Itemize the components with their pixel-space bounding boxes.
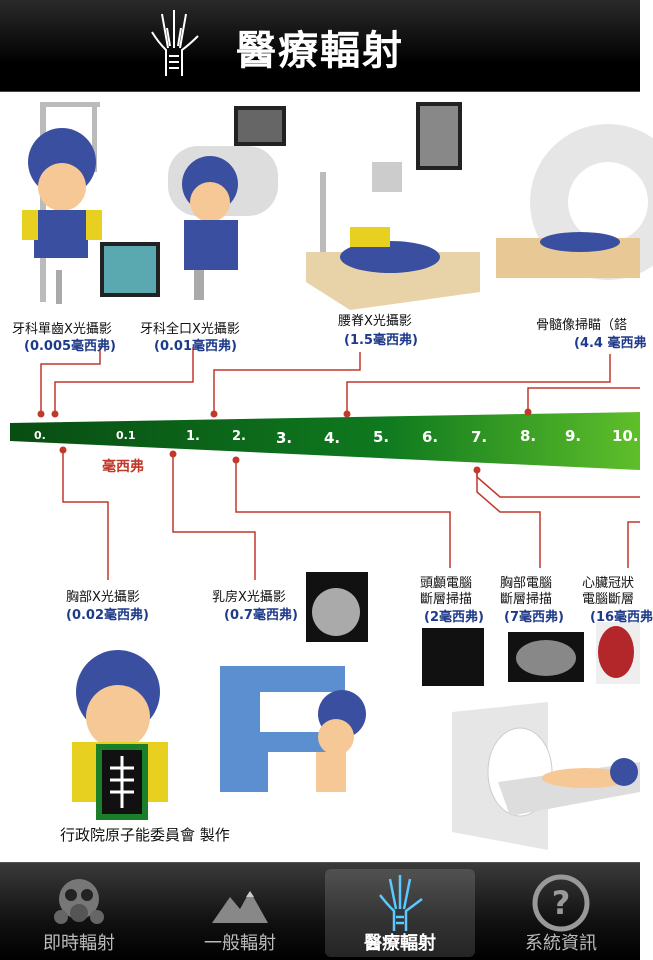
header-bar: 醫療輻射 — [0, 0, 640, 92]
xray-hand-icon — [379, 875, 423, 931]
dose-scale-bar — [10, 412, 640, 470]
scale-tick-label: 6. — [422, 428, 439, 446]
mountains-icon — [212, 891, 268, 923]
tab-label: 醫療輻射 — [364, 933, 436, 954]
proc-mammography-label: 乳房X光攝影 — [212, 590, 286, 605]
proc-dental-panoramic-label: 牙科全口X光攝影 — [140, 322, 240, 337]
scale-tick-label: 0.1 — [116, 429, 136, 442]
proc-lumbar-dose: (1.5毫西弗) — [344, 333, 418, 348]
proc-mammography-dose: (0.7毫西弗) — [224, 608, 298, 623]
question-icon: ? — [532, 874, 590, 932]
bottom-tab-bar: 即時輻射 一般輻射 醫療輻射 ? 系統資訊 — [0, 862, 640, 960]
proc-chest-ct-label2: 斷層掃描 — [500, 592, 553, 607]
bone-scan-illustration — [496, 124, 653, 280]
proc-chest-xray-dose: (0.02毫西弗) — [66, 608, 149, 623]
scale-tick-label: 7. — [471, 428, 488, 446]
proc-head-ct-label: 頭顱電腦 — [420, 576, 473, 591]
xray-hand-icon — [151, 10, 199, 76]
page-title: 醫療輻射 — [236, 28, 404, 74]
tab-medical-radiation[interactable]: 醫療輻射 — [325, 869, 475, 957]
connector-lines-top — [40, 347, 640, 412]
tab-label: 一般輻射 — [204, 933, 276, 954]
scale-tick-label: 5. — [373, 428, 390, 446]
tab-label: 即時輻射 — [43, 933, 115, 954]
unit-label: 毫西弗 — [102, 459, 144, 475]
mammography-illustration — [220, 572, 368, 792]
scale-tick-label: 10. — [612, 427, 639, 445]
lumbar-illustration — [306, 102, 480, 310]
proc-cardiac-ct-label: 心臟冠狀 — [582, 576, 635, 591]
proc-chest-ct-dose: (7毫西弗) — [504, 610, 564, 625]
dental-single-illustration — [22, 102, 160, 304]
proc-chest-xray-label: 胸部X光攝影 — [66, 590, 140, 605]
scale-tick-label: 0. — [34, 429, 46, 442]
svg-text:?: ? — [552, 884, 571, 922]
proc-head-ct-label2: 斷層掃描 — [420, 592, 473, 607]
tab-realtime-radiation[interactable]: 即時輻射 — [4, 869, 154, 957]
scale-tick-label: 4. — [324, 429, 341, 447]
ct-scans-illustration — [422, 622, 640, 686]
chest-xray-mascot — [72, 650, 168, 820]
scale-tick-label: 2. — [232, 429, 246, 444]
scale-tick-label: 9. — [565, 427, 582, 445]
tab-system-info[interactable]: ? 系統資訊 — [486, 869, 636, 957]
proc-chest-ct-label: 胸部電腦 — [500, 576, 553, 591]
proc-cardiac-ct-label2: 電腦斷層 — [582, 592, 635, 607]
proc-dental-single-dose: (0.005毫西弗) — [24, 339, 117, 354]
proc-cardiac-ct-dose: (16毫西弗 — [590, 610, 653, 625]
proc-head-ct-dose: (2毫西弗) — [424, 610, 484, 625]
scale-tick-label: 3. — [276, 429, 293, 447]
ct-machine-illustration — [452, 702, 640, 850]
credit-text: 行政院原子能委員會 製作 — [60, 826, 230, 844]
scale-tick-label: 1. — [186, 429, 200, 444]
scale-tick-label: 8. — [520, 427, 537, 445]
proc-bone-scan-dose: (4.4 毫西弗 — [574, 336, 647, 351]
dose-markers — [37, 408, 532, 474]
chart-graphics — [10, 102, 653, 850]
proc-dental-panoramic-dose: (0.01毫西弗) — [154, 339, 237, 354]
proc-lumbar-label: 腰脊X光攝影 — [338, 314, 412, 329]
connector-lines-bottom — [62, 450, 640, 580]
tab-label: 系統資訊 — [525, 933, 597, 954]
tab-general-radiation[interactable]: 一般輻射 — [165, 869, 315, 957]
gas-mask-icon — [54, 879, 104, 924]
proc-bone-scan-label: 骨髓像掃瞄（鎝 — [536, 318, 628, 333]
proc-dental-single-label: 牙科單齒X光攝影 — [12, 322, 112, 337]
dental-panoramic-illustration — [168, 106, 286, 300]
